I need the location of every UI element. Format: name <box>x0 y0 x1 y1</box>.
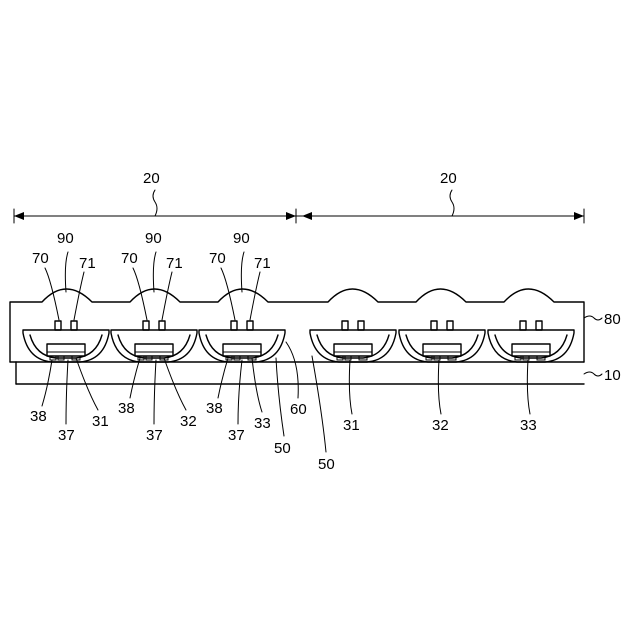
label-50-b: 50 <box>318 456 335 473</box>
electrode-71-3 <box>247 321 253 330</box>
electrode-71-5 <box>447 321 453 330</box>
label-60: 60 <box>290 401 307 418</box>
svg-text:31: 31 <box>92 413 109 430</box>
electrode-71-4 <box>358 321 364 330</box>
svg-text:38: 38 <box>118 400 135 417</box>
leader-10 <box>584 372 602 376</box>
reflector-inner-1 <box>30 335 102 358</box>
electrode-71-1 <box>71 321 77 330</box>
label-32-right: 32 <box>432 417 449 434</box>
dimension-arrow-left <box>14 190 296 223</box>
label-20-left: 20 <box>143 170 160 187</box>
electrode-70-1 <box>55 321 61 330</box>
reflector-inner-6 <box>495 335 567 358</box>
svg-text:37: 37 <box>228 427 245 444</box>
top-labels-unit-2: 90 70 71 <box>121 230 183 272</box>
svg-text:70: 70 <box>121 250 138 267</box>
layer-80-top-edge <box>10 289 584 362</box>
reflector-cup-3 <box>199 330 285 362</box>
svg-text:70: 70 <box>209 250 226 267</box>
svg-text:71: 71 <box>254 255 271 272</box>
led-units <box>23 321 574 362</box>
led-chip-4 <box>334 344 372 356</box>
svg-text:32: 32 <box>180 413 197 430</box>
bottom-leaders <box>42 342 530 452</box>
svg-text:90: 90 <box>233 230 250 247</box>
top-labels-unit-1: 90 70 71 <box>32 230 96 272</box>
label-80: 80 <box>604 311 621 328</box>
svg-text:90: 90 <box>145 230 162 247</box>
bottom-labels-unit-2: 38 37 32 <box>118 400 197 444</box>
svg-text:33: 33 <box>254 415 271 432</box>
reflector-cup-5 <box>399 330 485 362</box>
electrode-70-6 <box>520 321 526 330</box>
led-chip-5 <box>423 344 461 356</box>
reflector-inner-2 <box>118 335 190 358</box>
reflector-cup-6 <box>488 330 574 362</box>
label-20-right: 20 <box>440 170 457 187</box>
electrode-70-2 <box>143 321 149 330</box>
svg-text:71: 71 <box>79 255 96 272</box>
svg-text:90: 90 <box>57 230 74 247</box>
led-chip-2 <box>135 344 173 356</box>
bottom-labels-unit-1: 38 37 31 <box>30 408 109 444</box>
electrode-71-2 <box>159 321 165 330</box>
electrode-70-4 <box>342 321 348 330</box>
dimension-arrow-right <box>296 190 584 223</box>
electrode-71-6 <box>536 321 542 330</box>
label-50-a: 50 <box>274 440 291 457</box>
top-leaders <box>45 252 260 320</box>
top-labels-unit-3: 90 70 71 <box>209 230 271 272</box>
svg-text:37: 37 <box>58 427 75 444</box>
leader-80 <box>584 316 602 320</box>
reflector-cup-2 <box>111 330 197 362</box>
led-chip-6 <box>512 344 550 356</box>
led-chip-1 <box>47 344 85 356</box>
reflector-cup-4 <box>310 330 396 362</box>
label-31-right: 31 <box>343 417 360 434</box>
reflector-inner-3 <box>206 335 278 358</box>
svg-text:38: 38 <box>206 400 223 417</box>
label-10: 10 <box>604 367 621 384</box>
svg-text:38: 38 <box>30 408 47 425</box>
svg-text:37: 37 <box>146 427 163 444</box>
svg-text:71: 71 <box>166 255 183 272</box>
svg-text:70: 70 <box>32 250 49 267</box>
led-chip-3 <box>223 344 261 356</box>
reflector-cup-1 <box>23 330 109 362</box>
electrode-70-5 <box>431 321 437 330</box>
label-33-right: 33 <box>520 417 537 434</box>
reflector-inner-4 <box>317 335 389 358</box>
electrode-70-3 <box>231 321 237 330</box>
reflector-inner-5 <box>406 335 478 358</box>
